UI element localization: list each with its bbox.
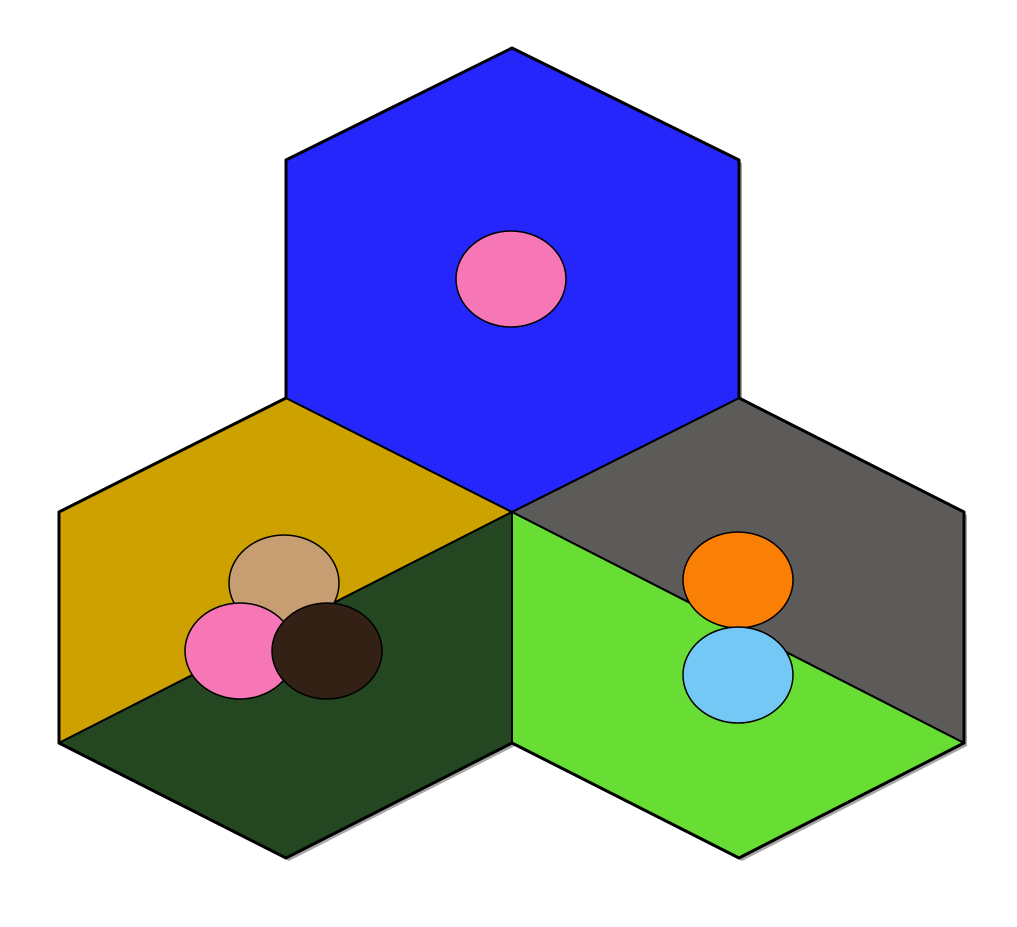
token-top-pink[interactable]: [455, 230, 567, 328]
token-right-light-blue[interactable]: [682, 626, 794, 724]
board-outline: [57, 46, 966, 860]
token-left-dark-brown[interactable]: [271, 602, 383, 700]
token-right-orange[interactable]: [682, 531, 794, 629]
